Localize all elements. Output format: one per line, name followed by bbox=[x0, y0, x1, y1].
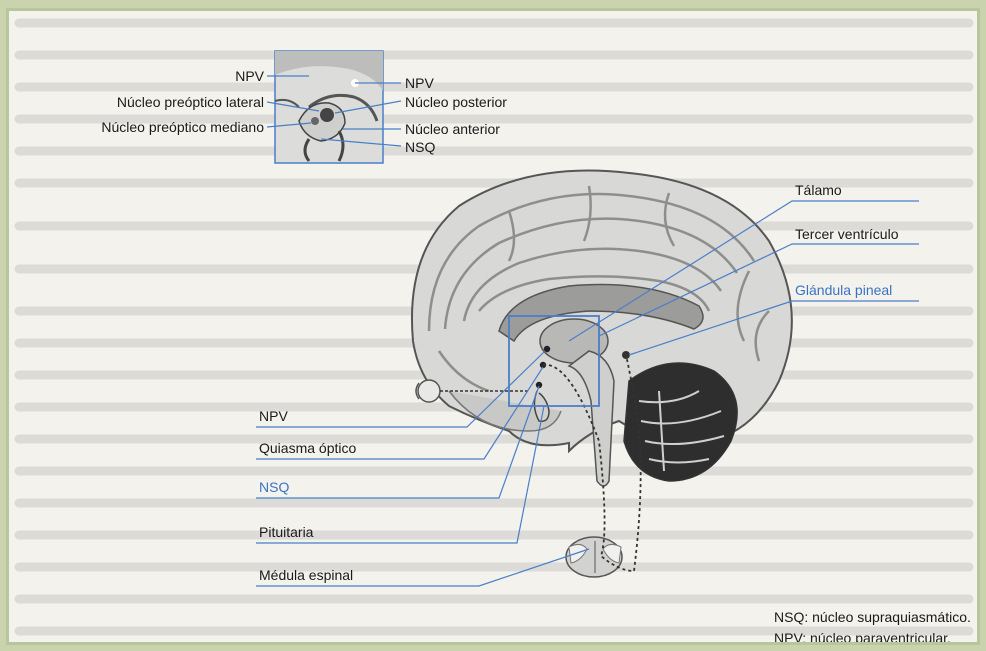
inset-label-npv-right: NPV bbox=[405, 75, 434, 91]
inset-label-npv-left: NPV bbox=[235, 68, 264, 84]
footnote-nsq: NSQ: núcleo supraquiasmático. bbox=[774, 609, 971, 625]
label-spinal-cord: Médula espinal bbox=[259, 567, 353, 583]
inset-label-nsq: NSQ bbox=[405, 139, 435, 155]
inset-label-lateral-preoptic: Núcleo preóptico lateral bbox=[117, 94, 264, 110]
inset-label-median-preoptic: Núcleo preóptico mediano bbox=[101, 119, 264, 135]
inset-label-posterior-nucleus: Núcleo posterior bbox=[405, 94, 507, 110]
label-optic-chiasm: Quiasma óptico bbox=[259, 440, 356, 456]
label-nsq: NSQ bbox=[259, 479, 289, 495]
label-third-ventricle: Tercer ventrículo bbox=[795, 226, 899, 242]
brain-sagittal-section bbox=[412, 170, 792, 577]
label-npv: NPV bbox=[259, 408, 288, 424]
footnote-npv: NPV: núcleo paraventricular. bbox=[774, 630, 951, 645]
figure-frame: NPV Núcleo preóptico lateral Núcleo preó… bbox=[6, 8, 980, 645]
label-pineal-gland: Glándula pineal bbox=[795, 282, 892, 298]
label-thalamus: Tálamo bbox=[795, 182, 842, 198]
inset-label-anterior-nucleus: Núcleo anterior bbox=[405, 121, 500, 137]
label-pituitary: Pituitaria bbox=[259, 524, 314, 540]
brain-diagram: NPV Núcleo preóptico lateral Núcleo preó… bbox=[9, 11, 980, 645]
